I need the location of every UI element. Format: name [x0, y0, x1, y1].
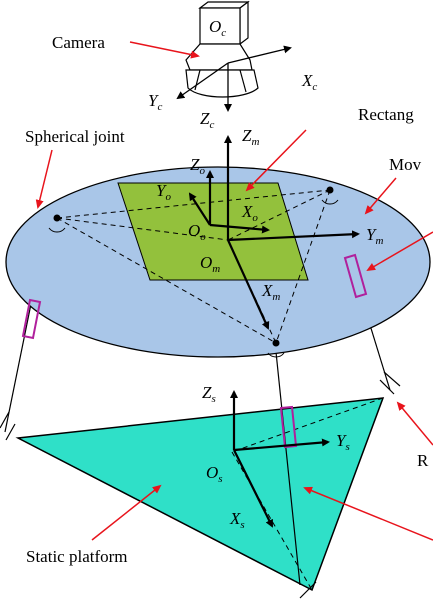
moving-y-label: Ym — [366, 225, 383, 247]
moving-x-label: Xm — [261, 281, 280, 303]
camera-y-label: Yc — [148, 91, 162, 113]
actuators — [21, 253, 368, 449]
pointer-arrows — [35, 41, 433, 541]
pointer-rectangle — [245, 129, 307, 192]
static-y-label: Ys — [336, 431, 350, 453]
moving-z-label: Zm — [242, 126, 259, 148]
rectangle-label: Rectang — [358, 105, 414, 124]
pointer-static-edge — [303, 486, 433, 541]
object-origin-label: Oo — [188, 221, 206, 243]
static-x-label: Xs — [229, 509, 245, 531]
static-platform-label: Static platform — [26, 547, 128, 566]
pointer-camera — [129, 41, 200, 59]
static-axes — [230, 390, 330, 528]
actuator-left — [21, 298, 42, 340]
pointer-spherical-joint — [35, 149, 53, 209]
camera-x-label: Xc — [301, 71, 317, 93]
actuator-bottom — [279, 405, 298, 449]
static-z-label: Zs — [202, 383, 216, 405]
camera-z-label: Zc — [200, 109, 214, 131]
pointer-actuator — [366, 231, 433, 272]
camera-axes — [176, 45, 292, 112]
pointer-static-platform — [91, 484, 162, 541]
object-y-label: Yo — [156, 181, 171, 203]
static-platform-dashes — [17, 397, 384, 591]
static-origin-label: Os — [206, 463, 223, 485]
moving-origin-label: Om — [200, 253, 220, 275]
moving-axes — [224, 135, 360, 330]
actuator-right — [343, 253, 368, 299]
pointer-base-joint — [396, 401, 433, 446]
pointer-moving-platform — [364, 177, 397, 215]
right-r-label: R — [417, 451, 429, 470]
object-z-label: Zo — [190, 155, 205, 177]
camera-origin-label: Oc — [209, 17, 226, 39]
spherical-joint-label: Spherical joint — [25, 127, 125, 146]
base-joints — [0, 371, 401, 599]
camera — [185, 0, 259, 98]
object-x-label: Xo — [241, 202, 258, 224]
spherical-joints — [48, 186, 339, 358]
moving-platform-label: Mov — [389, 155, 422, 174]
object-axes — [188, 170, 270, 234]
camera-label: Camera — [52, 33, 105, 52]
